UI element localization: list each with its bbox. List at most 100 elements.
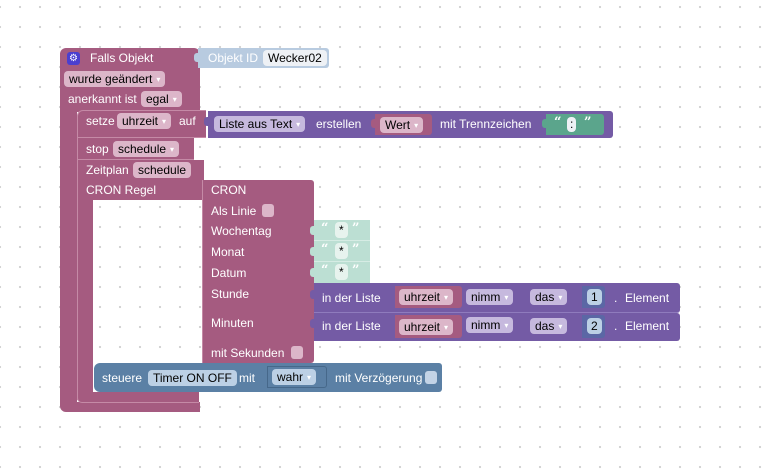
open-quote-icon: “ (554, 115, 562, 130)
weekday-value[interactable]: * (335, 222, 348, 238)
hour-label: Stunde (211, 287, 250, 301)
where-dropdown[interactable]: das▾ (530, 289, 568, 305)
cron-rule-label: CRON Regel (86, 183, 157, 197)
list-get-hour-connector (310, 290, 315, 299)
list-op-value: Liste aus Text (219, 117, 293, 131)
ack-value: egal (146, 92, 169, 106)
chevron-down-icon: ▾ (307, 373, 312, 382)
weekday-connector (310, 226, 315, 235)
open-quote-icon: “ (321, 242, 329, 257)
stop-schedule-dropdown[interactable]: schedule▾ (113, 141, 180, 157)
chevron-down-icon: ▾ (172, 95, 177, 104)
where-value: das (535, 319, 555, 333)
set-to-label: auf (179, 114, 196, 128)
list-var-dropdown[interactable]: uhrzeit▾ (399, 289, 454, 305)
object-id-value[interactable]: Wecker02 (263, 50, 327, 66)
gear-icon[interactable]: ⚙ (67, 52, 80, 65)
chevron-down-icon: ▾ (504, 293, 509, 302)
chevron-down-icon: ▾ (414, 121, 419, 130)
trigger-title: Falls Objekt (90, 51, 154, 65)
list-get-minutes-connector (310, 319, 315, 328)
mode-value: nimm (471, 290, 501, 304)
bool-value: wahr (277, 370, 304, 384)
seconds-checkbox[interactable] (291, 346, 303, 359)
set-variable-dropdown[interactable]: uhrzeit▾ (117, 113, 172, 129)
bool-value-dropdown[interactable]: wahr▾ (272, 369, 317, 385)
open-quote-icon: “ (321, 221, 329, 236)
ack-label: anerkannt ist (68, 92, 137, 106)
as-line-label: Als Linie (211, 204, 257, 218)
schedule-label: Zeitplan (86, 163, 129, 177)
mode-dropdown[interactable]: nimm▾ (466, 317, 514, 333)
mode-value: nimm (471, 318, 501, 332)
object-id-label: Objekt ID (208, 51, 259, 65)
chevron-down-icon: ▾ (558, 322, 563, 331)
delay-label: mit Verzögerung (335, 371, 423, 385)
condition-value: wurde geändert (69, 72, 153, 86)
chevron-down-icon: ▾ (444, 293, 449, 302)
index-value[interactable]: 2 (587, 318, 602, 334)
date-label: Datum (211, 266, 247, 280)
trigger-block-arm (60, 112, 77, 402)
minutes-label: Minuten (211, 316, 254, 330)
create-label: erstellen (316, 117, 362, 131)
list-from-text-connector (204, 117, 209, 126)
separator-connector (542, 119, 547, 128)
date-connector (310, 268, 315, 277)
list-var-dropdown[interactable]: uhrzeit▾ (399, 319, 454, 335)
set-variable-value: uhrzeit (122, 114, 159, 128)
list-op-dropdown[interactable]: Liste aus Text▾ (214, 116, 306, 132)
with-label: mit (239, 371, 255, 385)
delay-checkbox[interactable] (425, 371, 437, 384)
chevron-down-icon: ▾ (296, 120, 301, 129)
chevron-down-icon: ▾ (162, 117, 167, 126)
element-label: Element (625, 291, 670, 305)
in-list-label: in der Liste (322, 319, 381, 333)
control-label: steuere (102, 371, 143, 385)
separator-value[interactable]: : (567, 117, 577, 132)
dot-label: . (614, 319, 618, 333)
value-var-connector (371, 119, 376, 128)
close-quote-icon: ” (352, 221, 360, 236)
value-var-value: Wert (385, 118, 411, 132)
chevron-down-icon: ▾ (170, 145, 175, 154)
dot-label: . (614, 291, 618, 305)
as-line-checkbox[interactable] (262, 204, 274, 217)
cron-block[interactable] (202, 180, 314, 363)
list-var-value: uhrzeit (404, 320, 441, 334)
object-id-connector (194, 53, 199, 62)
stop-label: stop (86, 142, 109, 156)
date-value[interactable]: * (335, 264, 348, 280)
value-var-dropdown[interactable]: Wert▾ (380, 117, 424, 133)
month-value[interactable]: * (335, 243, 348, 259)
element-label: Element (625, 319, 670, 333)
seconds-label: mit Sekunden (211, 346, 285, 360)
chevron-down-icon: ▾ (444, 323, 449, 332)
schedule-block-arm (77, 200, 93, 400)
chevron-down-icon: ▾ (504, 321, 509, 330)
where-value: das (535, 290, 555, 304)
stop-schedule-value: schedule (118, 142, 167, 156)
where-dropdown[interactable]: das▾ (530, 318, 568, 334)
index-value[interactable]: 1 (587, 289, 602, 305)
chevron-down-icon: ▾ (558, 293, 563, 302)
in-list-label: in der Liste (322, 291, 381, 305)
close-quote-icon: ” (352, 242, 360, 257)
schedule-block-bottom (77, 392, 199, 403)
control-target-field[interactable]: Timer ON OFF (148, 370, 237, 386)
condition-dropdown[interactable]: wurde geändert▾ (64, 71, 166, 87)
chevron-down-icon: ▾ (156, 75, 161, 84)
schedule-name-field[interactable]: schedule (133, 162, 192, 178)
list-var-value: uhrzeit (404, 290, 441, 304)
cron-title: CRON (211, 183, 247, 197)
ack-dropdown[interactable]: egal▾ (141, 91, 182, 107)
open-quote-icon: “ (321, 263, 329, 278)
weekday-label: Wochentag (211, 224, 272, 238)
separator-label: mit Trennzeichen (440, 117, 532, 131)
close-quote-icon: ” (352, 263, 360, 278)
month-connector (310, 247, 315, 256)
mode-dropdown[interactable]: nimm▾ (466, 289, 514, 305)
trigger-block-bottom (60, 402, 200, 412)
set-label: setze (86, 114, 115, 128)
month-label: Monat (211, 245, 245, 259)
